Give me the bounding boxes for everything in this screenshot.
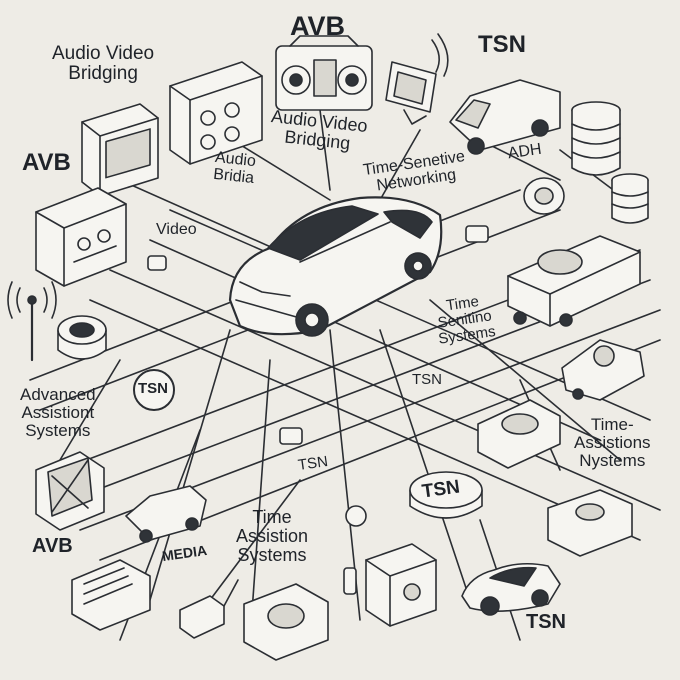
- label-avb-left: AVB: [22, 149, 71, 176]
- wifi-antenna-icon[interactable]: [7, 281, 57, 362]
- van-icon[interactable]: [449, 79, 561, 155]
- label-tsn-mid: TSN: [412, 371, 442, 388]
- stereo-icon[interactable]: [275, 35, 373, 111]
- label-advanced-assistiont-systems: Advanced Assistiont Systems: [20, 385, 96, 440]
- monitor-antenna-icon[interactable]: [385, 33, 449, 125]
- chip-icon[interactable]: [35, 451, 105, 531]
- small-car-icon[interactable]: [125, 485, 207, 543]
- label-audio-bridia: Audio Bridia: [212, 148, 257, 187]
- car-icon[interactable]: [228, 196, 443, 337]
- stereo-icon[interactable]: [169, 61, 263, 165]
- label-avb-top: AVB: [290, 11, 346, 41]
- label-time-assistions-nystems: Time- Assistions Nystems: [574, 415, 651, 470]
- speaker-icon[interactable]: [523, 177, 565, 215]
- steering-unit-icon[interactable]: [507, 235, 641, 327]
- media-player-icon[interactable]: [81, 103, 159, 197]
- label-tsn-bottom-right: TSN: [526, 611, 566, 633]
- control-module-icon[interactable]: [561, 339, 645, 401]
- label-time-assistion-systems: Time Assistion Systems: [236, 507, 309, 565]
- label-tsn-top: TSN: [478, 31, 526, 58]
- disc-stack-icon[interactable]: [571, 101, 649, 224]
- connector-plug-icon[interactable]: [179, 579, 239, 639]
- amplifier-icon[interactable]: [71, 559, 151, 631]
- amplifier-icon[interactable]: [35, 187, 127, 287]
- small-car-icon[interactable]: [461, 562, 561, 616]
- camera-icon[interactable]: [147, 225, 489, 527]
- speaker-icon[interactable]: [57, 315, 107, 360]
- ecu-box-icon[interactable]: [547, 489, 633, 557]
- control-module-icon[interactable]: [477, 399, 561, 469]
- label-tsn-badge-left: TSN: [138, 380, 168, 397]
- ecu-box-icon[interactable]: [409, 471, 483, 519]
- sensor-box-icon[interactable]: [343, 543, 437, 627]
- tsn-badge-icon: [133, 369, 175, 411]
- label-video: Video: [156, 221, 197, 238]
- hard-drive-icon[interactable]: [243, 583, 329, 661]
- label-time-senitino-systems: Time Senitino Systems: [436, 292, 497, 348]
- label-avb-bottom-left: AVB: [32, 535, 73, 557]
- label-audio-video-bridging-top-left: Audio Video Bridging: [52, 43, 155, 84]
